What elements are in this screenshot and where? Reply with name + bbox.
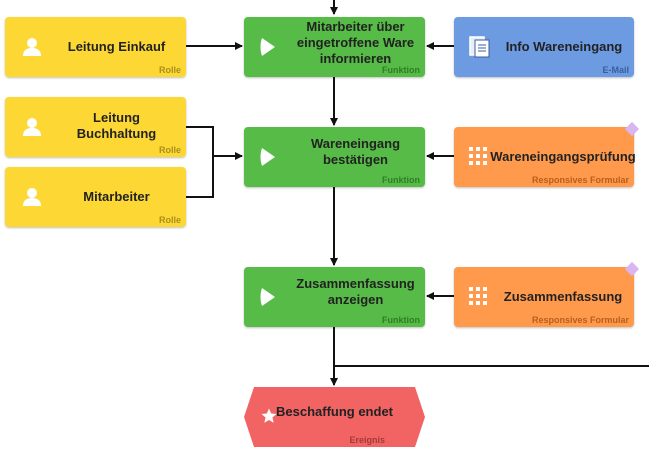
- play-icon: [260, 148, 275, 166]
- node-type: Funktion: [382, 315, 420, 325]
- play-icon: [260, 288, 275, 306]
- node-type: E-Mail: [602, 65, 629, 75]
- grid-icon: [469, 287, 487, 305]
- node-mitarbeiter[interactable]: Mitarbeiter Rolle: [5, 167, 186, 227]
- node-zusammenfassung[interactable]: Zusammenfassung Responsives Formular: [454, 261, 640, 327]
- node-type: Rolle: [158, 215, 181, 225]
- play-icon: [260, 38, 275, 56]
- person-icon: [23, 38, 41, 56]
- node-title: Info Wareneingang: [505, 39, 623, 54]
- node-title: Beschaffung endet: [275, 404, 393, 419]
- node-type: Ereignis: [349, 435, 385, 445]
- node-info-wareneingang[interactable]: Info Wareneingang E-Mail: [454, 17, 634, 77]
- person-icon: [23, 118, 41, 136]
- connector-buchhaltung-merge: [186, 126, 214, 198]
- node-wareneingangspruefung[interactable]: Wareneingangsprüfung Responsives Formula…: [454, 121, 640, 187]
- node-type: Responsives Formular: [531, 175, 629, 185]
- star-icon: [261, 408, 277, 423]
- node-title: Mitarbeiter über eingetroffene Ware info…: [296, 19, 415, 66]
- node-title: Zusammenfassung anzeigen: [296, 276, 415, 307]
- node-type: Funktion: [382, 175, 420, 185]
- node-type: Funktion: [382, 65, 420, 75]
- node-leitung-buchhaltung[interactable]: Leitung Buchhaltung Rolle: [5, 97, 186, 157]
- node-type: Responsives Formular: [531, 315, 629, 325]
- node-zusammenfassung-anzeigen[interactable]: Zusammenfassung anzeigen Funktion: [244, 267, 425, 327]
- node-title: Wareneingangsprüfung: [490, 149, 636, 164]
- node-title: Mitarbeiter: [83, 189, 150, 204]
- grid-icon: [469, 147, 487, 165]
- node-wareneingang-bestaetigen[interactable]: Wareneingang bestätigen Funktion: [244, 127, 425, 187]
- node-title: Leitung Einkauf: [67, 39, 166, 54]
- node-beschaffung-endet[interactable]: Beschaffung endet Ereignis: [244, 387, 425, 447]
- node-type: Rolle: [158, 145, 181, 155]
- node-leitung-einkauf[interactable]: Leitung Einkauf Rolle: [5, 17, 186, 77]
- event-shape: [244, 387, 425, 447]
- node-title: Wareneingang bestätigen: [310, 136, 401, 167]
- node-title: Leitung Buchhaltung: [76, 109, 157, 141]
- node-mitarbeiter-informieren[interactable]: Mitarbeiter über eingetroffene Ware info…: [244, 17, 425, 77]
- person-icon: [23, 188, 41, 206]
- document-icon: [469, 36, 490, 58]
- node-type: Rolle: [158, 65, 181, 75]
- node-title: Zusammenfassung: [503, 289, 623, 304]
